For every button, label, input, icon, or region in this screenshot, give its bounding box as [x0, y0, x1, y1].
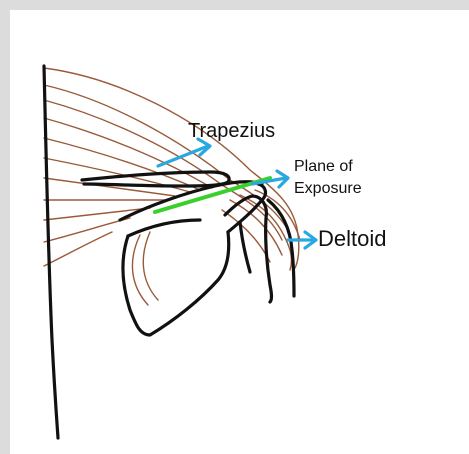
plane-of-exposure-label-line2: Exposure — [294, 180, 362, 197]
plane-of-exposure-label-line1: Plane of — [294, 158, 353, 175]
trapezius-arrow-icon — [158, 139, 210, 166]
trapezius-label: Trapezius — [188, 120, 275, 142]
deltoid-label: Deltoid — [318, 226, 386, 251]
diagram-frame: Trapezius Plane of Exposure Deltoid — [10, 10, 469, 454]
bone-outlines — [82, 172, 294, 335]
shoulder-anatomy-diagram: Trapezius Plane of Exposure Deltoid — [10, 10, 469, 454]
